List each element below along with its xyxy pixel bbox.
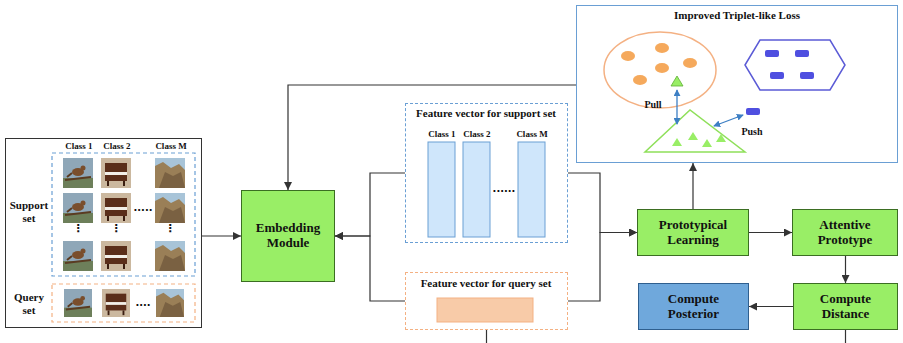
process-box: Embedding Module [241,190,335,282]
class-label: Class 2 [97,141,137,151]
connector-arrow [202,235,241,236]
cliff-photo [155,158,185,188]
class-label: Class 2 [459,129,495,139]
class-label: Class M [512,129,552,139]
sample-dot [770,72,784,79]
feature-bar [428,142,455,237]
sample-dot [683,58,697,68]
process-box: Compute Distance [793,283,898,330]
panel-title: Feature vector for query set [407,277,565,290]
other-class-cluster [745,40,845,90]
cliff-photo [155,241,185,271]
sample-dot [621,51,635,61]
negative-sample [746,108,760,115]
box-label: Compute Distance [798,292,893,322]
wire-stub [845,330,846,343]
pull-arrow [676,90,677,124]
connector-arrow [335,236,405,301]
prototype-marker [671,76,683,86]
class-label: Class M [149,141,193,151]
query-feature-bar [437,298,533,322]
cliff-photo [155,193,185,223]
sample-marker [672,138,682,146]
output-box: Compute Posterior [638,283,749,330]
support-set-frame [52,153,195,276]
sample-marker [702,139,712,147]
class-label: Class 1 [59,141,99,151]
pull-label: Pull [644,99,661,110]
ellipsis: .... [135,297,150,308]
sample-marker [716,134,726,142]
query-photo [64,289,92,317]
feature-bar [518,142,545,237]
sample-dot [800,72,814,79]
panel-title: Feature vector for support set [407,107,565,120]
vertical-ellipsis: ⋮ [165,223,176,235]
connector-arrow [749,232,792,233]
connector-arrow [568,173,637,233]
ellipsis: ..... [134,202,153,213]
set-label: Support set [7,199,51,224]
piano-photo [101,193,131,223]
bird-photo [63,193,93,223]
panel-title: Improved Triplet-like Loss [587,9,887,22]
connector-arrow [749,306,793,307]
process-box: Prototypical Learning [637,209,749,256]
sample-dot [655,63,669,73]
piano-photo [101,158,131,188]
feature-panel: Feature vector for query set [405,272,568,330]
push-arrow [714,115,743,126]
bird-photo [63,241,93,271]
sample-marker [688,132,698,140]
sample-dot [633,75,647,85]
box-label: Compute Posterior [643,292,744,322]
box-label: Embedding Module [246,221,330,251]
class-cluster [604,32,716,108]
query-photo [102,289,130,317]
box-label: Prototypical Learning [642,218,744,248]
connector-arrow [568,233,637,302]
process-box: Attentive Prototype [792,209,898,256]
query-set-frame [52,284,195,322]
sample-dot [655,43,669,53]
sample-dot [765,50,779,57]
connector-arrow [845,256,846,283]
connector-arrow [335,173,405,236]
prototype-triangle [645,110,745,152]
set-label: Query set [7,291,51,316]
feature-panel: Feature vector for support setClass 1Cla… [405,103,568,243]
connector-arrow [692,163,693,209]
box-label: Attentive Prototype [797,218,893,248]
loss-panel: Improved Triplet-like Loss [576,5,898,163]
feature-bar [463,142,490,237]
sample-dot [795,50,809,57]
bird-photo [63,158,93,188]
connector-arrow [288,85,576,190]
query-photo [156,289,184,317]
wire-stub [486,330,487,343]
class-label: Class 1 [424,129,460,139]
vertical-ellipsis: ⋮ [111,223,122,235]
piano-photo [101,241,131,271]
vertical-ellipsis: ⋮ [73,223,84,235]
ellipsis: ...... [493,183,516,194]
push-label: Push [741,126,762,137]
